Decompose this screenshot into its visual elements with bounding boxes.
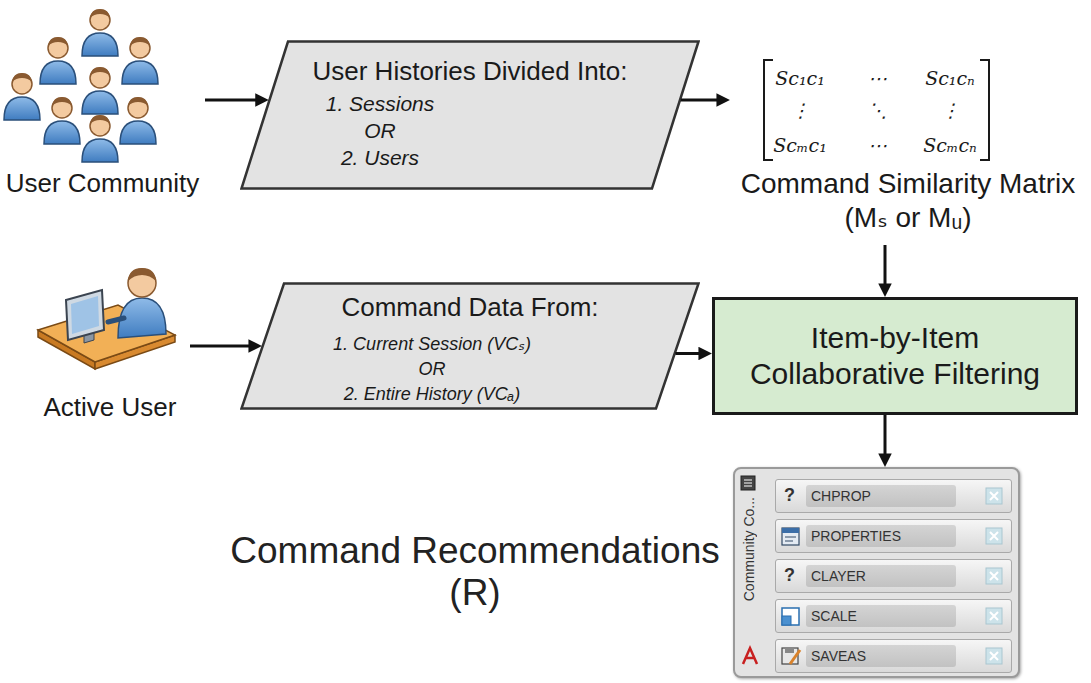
command-item: PROPERTIES [775,519,1012,553]
user-community-icon [40,37,76,84]
matrix-cell: ⋮ [941,99,960,121]
similarity-matrix: Sc₁c₁ ⋯ Sc₁cₙ ⋮ ⋱ ⋮ Scₘc₁ ⋯ ScₘcₙCommand Similar… [730,55,1086,245]
parallelogram-heading: Command Data From: [240,292,700,322]
flow-arrow [884,415,887,461]
matrix-cell: ⋯ [868,134,887,156]
user-community-icon [120,97,156,144]
active-user: Active User [30,262,190,424]
matrix-cell: ⋮ [791,99,810,121]
matrix-cell: ⋱ [868,99,887,121]
matrix-cell: Sc₁c₁ [775,67,825,89]
flow-arrow [205,99,263,102]
flow-arrow [884,245,887,291]
help-icon: ? [784,485,795,506]
list-item: 1. Current Session (VCₛ) [312,332,552,357]
active-user-icon [128,268,156,281]
command-item: SCALE [775,599,1012,633]
help-icon: ? [784,565,795,586]
list-item: OR [312,357,552,382]
active-user-icon [95,335,175,369]
input-parallelogram: User Histories Divided Into: 1. SessionsO… [240,40,700,190]
output-label: Command Recommendations (R) [215,530,735,614]
user-community-icon [82,115,118,162]
flow-arrow [675,352,706,355]
active-user-icon [118,298,166,338]
user-community-icon [44,97,80,144]
process-text: Item-by-Item Collaborative Filtering [735,320,1055,392]
command-name: PROPERTIES [806,525,956,547]
active-user-icon [66,290,104,340]
user-community-icon [4,73,40,120]
flow-arrow [190,345,256,348]
matrix-cell: Scₘc₁ [773,134,827,156]
panel-title: Community Co... [741,497,757,601]
matrix-cell: Scₘcₙ [923,134,977,156]
command-item: SAVEAS [775,639,1012,673]
matrix-cell: ⋯ [868,67,887,89]
active-user-icon [108,318,124,322]
list-item: OR [280,117,480,144]
active-user-icon [38,330,95,369]
process-box: Item-by-Item Collaborative Filtering [712,297,1078,415]
user-group: User Community [0,2,205,200]
input-parallelogram: Command Data From: 1. Current Session (VC… [240,282,700,410]
command-name: CHPROP [806,485,956,507]
node-label: User Community [0,168,205,198]
matrix-brackets [764,60,773,160]
active-user-icon [38,305,175,362]
flow-arrow [681,99,724,102]
active-user-icon [128,269,156,297]
matrix-caption: Command Similarity Matrix (Mₛ or Mᵤ) [730,167,1086,235]
list-item: 2. Entire History (VCₐ) [312,382,552,407]
user-community-icon [82,67,118,114]
matrix-brackets [980,60,989,160]
node-label: Active User [30,392,190,422]
list-item: 2. Users [280,144,480,171]
command-name: SAVEAS [806,645,956,667]
command-name: SCALE [806,605,956,627]
command-name: CLAYER [806,565,956,587]
active-user-icon [84,324,94,343]
list-item: 1. Sessions [280,90,480,117]
matrix-brackets [764,60,989,160]
user-community-icon [82,9,118,56]
active-user-icon [71,296,99,334]
command-item: ? CLAYER [775,559,1012,593]
active-user-icon [38,268,175,369]
command-item: ? CHPROP [775,479,1012,513]
matrix-cell: Sc₁cₙ [925,67,975,89]
parallelogram-heading: User Histories Divided Into: [240,56,700,86]
user-community-icon [4,9,158,162]
user-community-icon [122,37,158,84]
recommendation-panel: Community Co...? CHPROP PROPERTIES? CLAYER S… [733,467,1020,678]
